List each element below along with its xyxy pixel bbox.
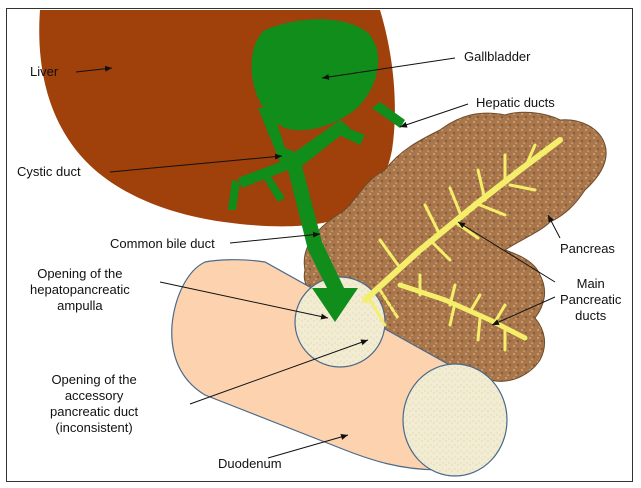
label-liver: Liver bbox=[30, 64, 58, 80]
label-gallbladder: Gallbladder bbox=[464, 49, 531, 65]
label-duodenum: Duodenum bbox=[218, 456, 282, 472]
label-hepatopancreatic-ampulla: Opening of the hepatopancreatic ampulla bbox=[30, 266, 130, 314]
label-main-pancreatic-ducts: Main Pancreatic ducts bbox=[560, 276, 621, 324]
label-accessory-pancreatic-duct: Opening of the accessory pancreatic duct… bbox=[50, 372, 138, 436]
duodenum-end-opening bbox=[403, 364, 507, 476]
label-cystic-duct: Cystic duct bbox=[17, 164, 81, 180]
label-pancreas: Pancreas bbox=[560, 241, 615, 257]
label-common-bile-duct: Common bile duct bbox=[110, 236, 215, 252]
label-hepatic-ducts: Hepatic ducts bbox=[476, 95, 555, 111]
